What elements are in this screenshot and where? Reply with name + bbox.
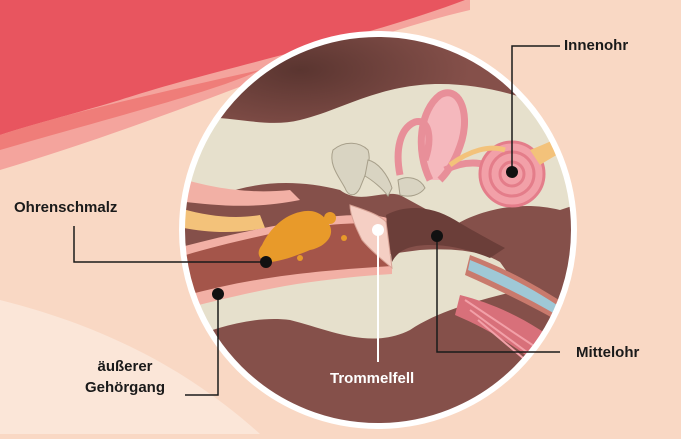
label-aeusserer-line1: äußerer xyxy=(70,358,180,376)
marker-trommelfell xyxy=(372,224,384,236)
label-aeusserer-gehoergang: äußerer Gehörgang xyxy=(70,358,180,397)
label-trommelfell: Trommelfell xyxy=(330,370,414,388)
label-innenohr: Innenohr xyxy=(564,37,628,55)
marker-mittelohr xyxy=(431,230,443,242)
marker-innenohr xyxy=(506,166,518,178)
marker-gehoergang xyxy=(212,288,224,300)
label-aeusserer-line2: Gehörgang xyxy=(70,379,180,397)
label-ohrenschmalz: Ohrenschmalz xyxy=(14,199,117,217)
marker-ohrenschmalz xyxy=(260,256,272,268)
label-mittelohr: Mittelohr xyxy=(576,344,639,362)
